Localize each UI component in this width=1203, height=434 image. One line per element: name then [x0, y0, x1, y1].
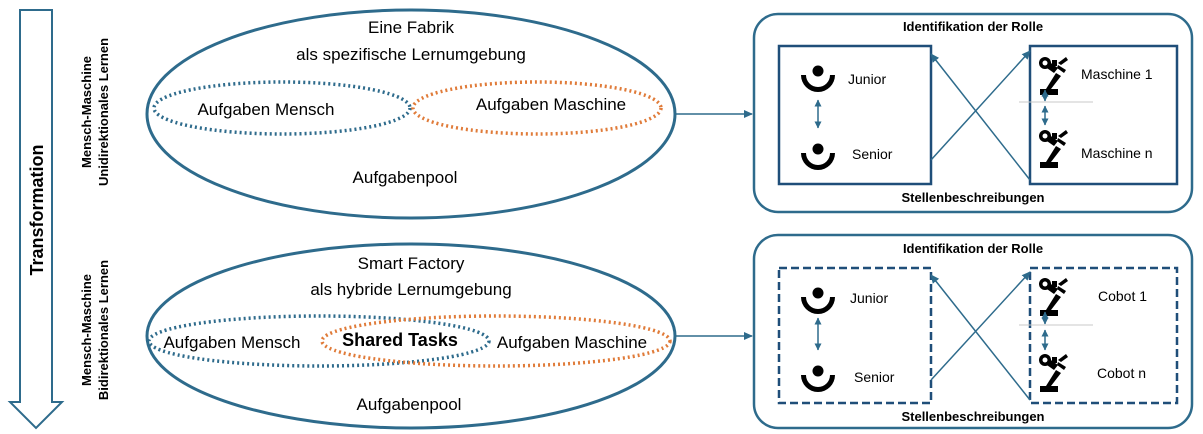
top-machine-tasks-ellipse	[411, 80, 663, 136]
bottom-senior-label: Senior	[854, 369, 895, 385]
top-panel-footer: Stellenbeschreibungen	[901, 190, 1044, 205]
robot-icon	[1039, 57, 1068, 95]
bottom-title-line2: als hybride Lernumgebung	[310, 280, 511, 299]
bottom-cross-line-1	[930, 271, 1031, 381]
bottom-human-box	[777, 266, 933, 405]
senior-icon	[801, 143, 835, 170]
bottom-machine-tasks-ellipse	[320, 314, 672, 368]
bottom-role-panel: Identifikation der Rolle Stellenbeschrei…	[752, 233, 1194, 430]
shared-tasks-label: Shared Tasks	[342, 330, 458, 350]
bidirectional-line2: Bidirektionales Lernen	[96, 260, 111, 400]
bottom-agent1-label: Cobot 1	[1098, 288, 1147, 304]
bottom-junior-label: Junior	[850, 290, 888, 306]
top-panel-header: Identifikation der Rolle	[903, 19, 1043, 34]
top-human-tasks-ellipse	[152, 80, 412, 136]
transformation-label: Transformation	[27, 144, 47, 275]
unidirectional-line1: Mensch-Maschine	[79, 56, 94, 168]
top-junior-label: Junior	[848, 71, 886, 87]
senior-icon	[801, 365, 835, 392]
label-unidirectional: Mensch-Maschine Unidirektionales Lernen	[79, 38, 111, 186]
bottom-pool-label: Aufgabenpool	[357, 395, 462, 414]
bottom-cross-line-2	[930, 274, 1031, 401]
top-senior-label: Senior	[852, 146, 893, 162]
top-machine-box	[1028, 44, 1179, 186]
cobot-icon	[1039, 278, 1068, 316]
junior-icon	[801, 65, 835, 92]
top-title-line1: Eine Fabrik	[368, 18, 454, 37]
bottom-human-tasks-label: Aufgaben Mensch	[163, 333, 300, 352]
top-task-pool: Eine Fabrik als spezifische Lernumgebung…	[145, 8, 677, 220]
bottom-panel-header: Identifikation der Rolle	[903, 241, 1043, 256]
top-agent1-label: Maschine 1	[1081, 66, 1153, 82]
top-cross-line-1	[930, 50, 1031, 161]
robot-icon	[1039, 130, 1068, 168]
top-agentn-label: Maschine n	[1081, 145, 1153, 161]
label-bidirectional: Mensch-Maschine Bidirektionales Lernen	[79, 260, 111, 400]
bottom-machine-tasks-label: Aufgaben Maschine	[497, 333, 647, 352]
bottom-panel-footer: Stellenbeschreibungen	[901, 409, 1044, 424]
bottom-agentn-label: Cobot n	[1097, 365, 1146, 381]
top-role-panel: Identifikation der Rolle Stellenbeschrei…	[752, 12, 1194, 214]
top-human-box	[777, 44, 933, 186]
top-machine-tasks-label: Aufgaben Maschine	[476, 95, 626, 114]
top-pool-label: Aufgabenpool	[353, 168, 458, 187]
top-title-line2: als spezifische Lernumgebung	[296, 45, 526, 64]
transformation-arrow: Transformation	[7, 9, 65, 430]
top-human-tasks-label: Aufgaben Mensch	[197, 100, 334, 119]
bottom-human-tasks-ellipse	[147, 314, 491, 368]
top-cross-line-2	[930, 53, 1031, 181]
bottom-task-pool: Smart Factory als hybride Lernumgebung A…	[145, 242, 677, 430]
unidirectional-line2: Unidirektionales Lernen	[96, 38, 111, 186]
bottom-title-line1: Smart Factory	[358, 254, 465, 273]
bidirectional-line1: Mensch-Maschine	[79, 274, 94, 386]
cobot-icon	[1039, 354, 1068, 392]
junior-icon	[801, 287, 835, 314]
bottom-cobot-box	[1028, 266, 1179, 405]
